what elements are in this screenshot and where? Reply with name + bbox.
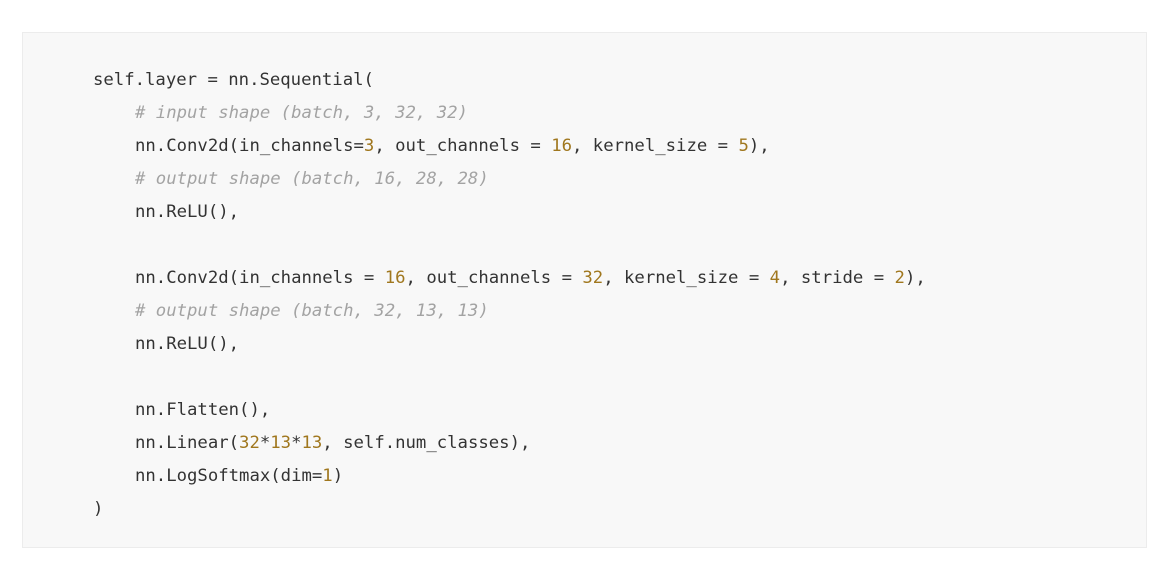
- code-number: 3: [363, 136, 375, 156]
- code-line: ): [93, 493, 926, 526]
- code-line: # input shape (batch, 3, 32, 32): [93, 97, 926, 130]
- code-block: self.layer = nn.Sequential( # input shape…: [22, 32, 1147, 548]
- code-line: nn.Flatten(),: [93, 394, 926, 427]
- code-comment: # output shape (batch, 32, 13, 13): [135, 301, 489, 321]
- code-text: nn.Conv2d(in_channels=: [135, 136, 364, 156]
- code-text: nn.LogSoftmax(dim=: [135, 466, 323, 486]
- code-number: 13: [301, 433, 323, 453]
- code-line: # output shape (batch, 32, 13, 13): [93, 295, 926, 328]
- code-text: nn.ReLU(),: [135, 202, 240, 222]
- code-text: *: [291, 433, 302, 453]
- code-number: 32: [582, 268, 604, 288]
- code-number: 2: [894, 268, 905, 288]
- code-number: 32: [239, 433, 260, 453]
- code-number: 4: [769, 268, 781, 288]
- code-text: ): [332, 466, 344, 486]
- code-text: nn.Flatten(),: [135, 400, 271, 420]
- code-text: nn.Linear(: [135, 433, 240, 453]
- code-text: , self.num_classes),: [322, 433, 531, 453]
- code-line: nn.Conv2d(in_channels=3, out_channels = …: [93, 130, 926, 163]
- code-text: self.layer = nn.Sequential(: [93, 70, 374, 90]
- code-text: ),: [904, 268, 926, 288]
- code-text: , stride =: [780, 268, 895, 288]
- code-comment: # input shape (batch, 3, 32, 32): [135, 103, 468, 123]
- code-comment: # output shape (batch, 16, 28, 28): [135, 169, 489, 189]
- code-line: nn.ReLU(),: [93, 328, 926, 361]
- code-line: self.layer = nn.Sequential(: [93, 64, 926, 97]
- code-line: nn.Linear(32*13*13, self.num_classes),: [93, 427, 926, 460]
- code-text: *: [259, 433, 271, 453]
- code-line: nn.ReLU(),: [93, 196, 926, 229]
- code-text: , out_channels =: [405, 268, 583, 288]
- code-number: 13: [270, 433, 292, 453]
- code-line: [93, 361, 926, 394]
- code-lines: self.layer = nn.Sequential( # input shape…: [93, 64, 926, 526]
- code-text: nn.ReLU(),: [135, 334, 240, 354]
- code-text: , kernel_size =: [603, 268, 770, 288]
- code-number: 5: [738, 136, 749, 156]
- code-text: , kernel_size =: [572, 136, 739, 156]
- code-number: 16: [384, 268, 406, 288]
- code-number: 16: [551, 136, 572, 156]
- code-line: nn.LogSoftmax(dim=1): [93, 460, 926, 493]
- code-text: ): [93, 499, 104, 519]
- code-number: 1: [322, 466, 333, 486]
- code-text: nn.Conv2d(in_channels =: [135, 268, 385, 288]
- code-text: , out_channels =: [374, 136, 552, 156]
- code-line: [93, 229, 926, 262]
- code-line: nn.Conv2d(in_channels = 16, out_channels…: [93, 262, 926, 295]
- code-line: # output shape (batch, 16, 28, 28): [93, 163, 926, 196]
- code-text: ),: [748, 136, 770, 156]
